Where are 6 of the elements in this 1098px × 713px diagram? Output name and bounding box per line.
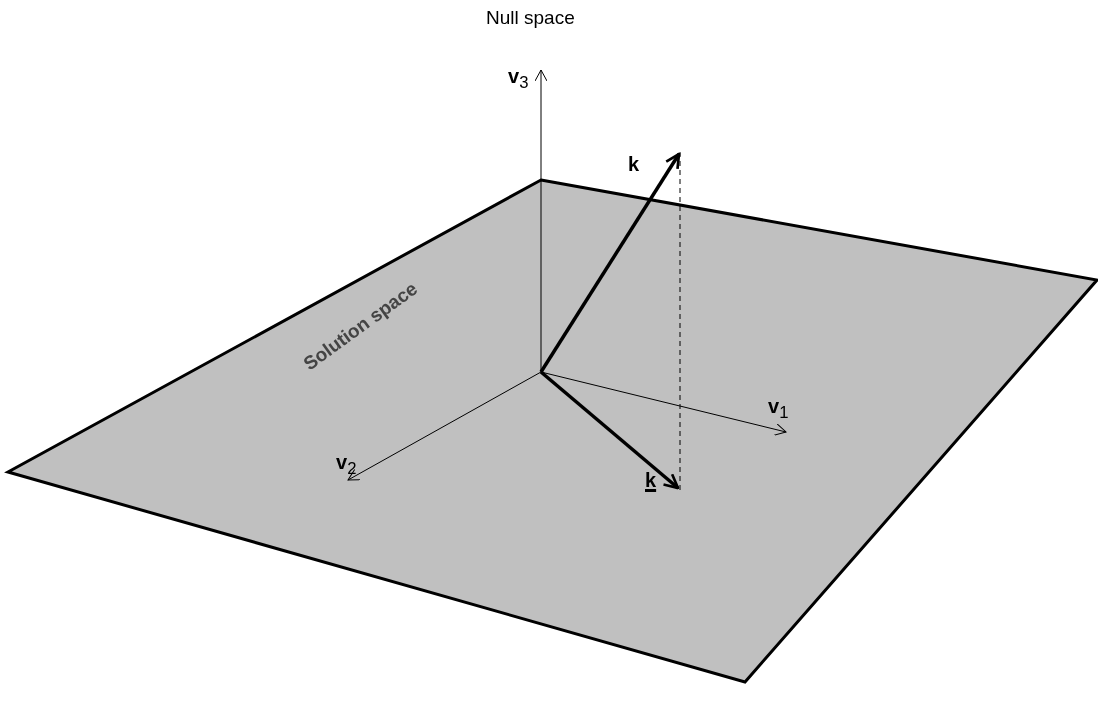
axis-label: v$_{3}$ [508,66,529,92]
heading-text: Null space [486,8,575,27]
axis-label: v$_{2}$ [336,452,357,478]
axis-label: v$_{1}$ [768,396,789,422]
vector-label: k [645,470,657,490]
vector-label: k [628,154,640,174]
